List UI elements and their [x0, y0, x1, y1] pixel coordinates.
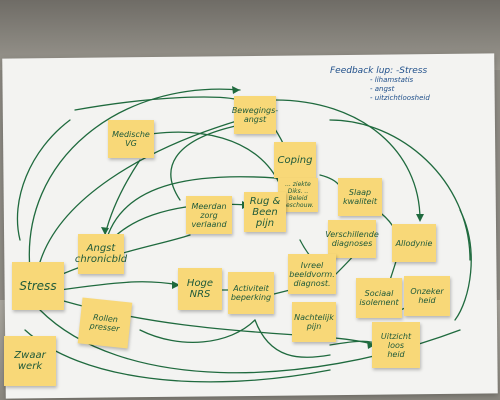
arrow-head	[101, 227, 109, 235]
arrow-line	[254, 319, 331, 358]
note-hoge-nrs: Hoge NRS	[178, 268, 222, 310]
note-sociaal-isolement: Sociaal isolement	[356, 278, 402, 318]
note-allodynie: Allodynie	[392, 224, 436, 262]
arrow-line	[454, 209, 472, 321]
note-stress: Stress	[12, 262, 64, 310]
arrow-line	[39, 119, 241, 263]
arrow-head	[172, 281, 180, 289]
arrow-line	[329, 119, 471, 261]
arrow-line	[170, 124, 241, 201]
legend: Feedback lup: -Stress - lihamstatis - an…	[330, 66, 430, 103]
arrow-head	[367, 341, 375, 349]
note-zwaar-werk: Zwaar werk	[4, 336, 56, 386]
note-meer-dan-zorg: Meerdan zorg verlaand	[186, 196, 232, 234]
arrow-line	[24, 329, 331, 383]
note-medische-vg: Medische VG	[108, 120, 154, 158]
legend-item: - lihamstatis	[370, 76, 414, 84]
arrow-line	[139, 319, 256, 343]
arrow-line	[74, 96, 241, 111]
arrow-line	[59, 281, 181, 291]
legend-item: - angst	[370, 85, 395, 93]
arrow-head	[416, 214, 424, 222]
legend-item: - uitzichtloosheid	[370, 94, 430, 102]
legend-title: Feedback lup: -Stress	[330, 66, 428, 76]
note-bewegingsangst: Bewegings- angst	[232, 96, 278, 134]
note-rug-been-pijn: Rug & Been pijn	[244, 192, 286, 232]
arrow-line	[16, 119, 71, 241]
note-rollen: Rollen presser	[77, 297, 133, 349]
note-activiteit: Activiteit beperking	[228, 272, 274, 314]
note-angst-chronicbld: Angst chronicbld	[75, 234, 127, 274]
note-beeldvorming: Ivreel beeldvorm. diagnost.	[288, 254, 336, 294]
note-small-coping: ... ziekte Diks. .. Beleid beschouw.	[278, 178, 318, 212]
arrow-line	[274, 99, 421, 221]
note-uitzichtloosheid: Uitzicht loos heid	[372, 322, 420, 368]
arrow-line	[28, 88, 241, 271]
note-slaap-kwaliteit: Slaap kwaliteit	[338, 178, 382, 216]
note-coping: Coping	[274, 142, 316, 178]
arrow-head	[232, 86, 240, 94]
note-verschillende-diagnoses: Verschillende diagnoses	[325, 220, 379, 258]
note-nachtelijke-pijn: Nachtelijk pijn	[292, 302, 336, 342]
arrow-line	[104, 176, 301, 246]
note-onzekerheid: Onzeker heid	[404, 276, 450, 316]
